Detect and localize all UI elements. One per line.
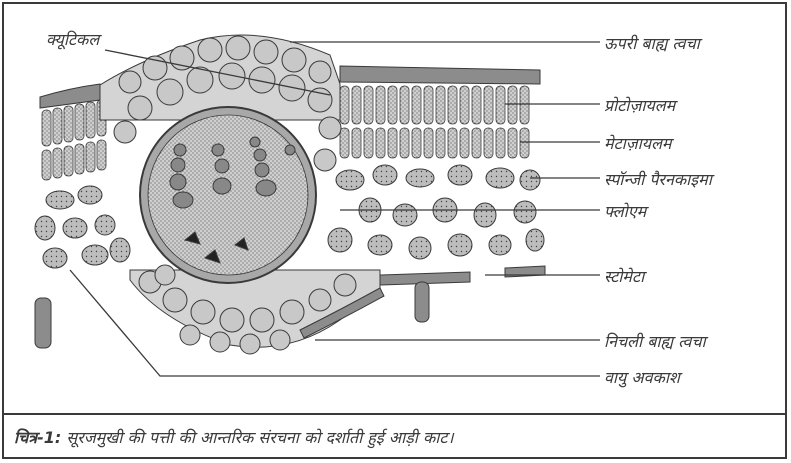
palisade-left bbox=[42, 100, 106, 180]
label-upper-epidermis: ऊपरी बाह्य त्वचा bbox=[604, 32, 700, 54]
label-phloem: फ्लोएम bbox=[604, 200, 646, 222]
label-metaxylem: मेटाज़ायलम bbox=[604, 132, 672, 154]
palisade-right bbox=[340, 86, 529, 158]
figure-caption: चित्र-1: सूरजमुखी की पत्ती की आन्तरिक सं… bbox=[14, 426, 454, 448]
caption-text: सूरजमुखी की पत्ती की आन्तरिक संरचना को द… bbox=[61, 428, 453, 447]
label-spongy-parenchyma: स्पॉन्जी पैरनकाइमा bbox=[604, 168, 712, 190]
label-cuticle: क्यूटिकल bbox=[46, 28, 99, 50]
label-stomata: स्टोमेटा bbox=[604, 265, 644, 287]
label-air-space: वायु अवकाश bbox=[604, 366, 680, 388]
label-protoxylem: प्रोटोज़ायलम bbox=[604, 94, 675, 116]
vascular-bundle bbox=[140, 107, 316, 283]
caption-prefix: चित्र-1: bbox=[14, 428, 61, 447]
label-lower-epidermis: निचली बाह्य त्वचा bbox=[604, 330, 706, 352]
